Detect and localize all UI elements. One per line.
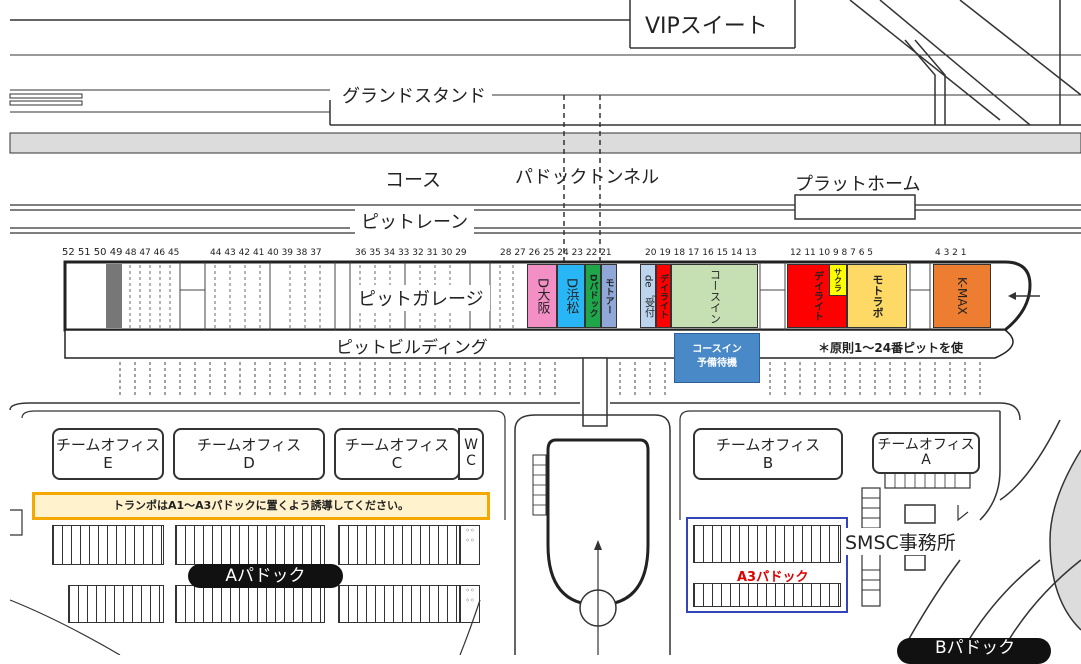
- pit-kmax: K-MAX: [933, 264, 991, 328]
- pit-course-in: コースイン: [671, 264, 758, 328]
- a-paddock-label: Aパドック: [225, 566, 306, 586]
- pit-numbers-36-29: 36 35 34 33 32 31 30 29: [355, 248, 467, 258]
- pit-sakura: サクラ: [829, 264, 847, 296]
- bike-parking-2: ◦◦◦◦: [460, 585, 480, 623]
- paddock-tunnel-label: パドックトンネル: [515, 167, 660, 188]
- a3-parking-row2: [693, 583, 841, 607]
- pit-motolab: モトラボ: [847, 264, 907, 328]
- team-office-d: チームオフィス D: [173, 428, 325, 480]
- b-paddock-label-pill: Bパドック: [897, 638, 1051, 664]
- team-office-c: チームオフィス C: [334, 428, 460, 480]
- bike-parking-1: ◦◦◦◦: [460, 525, 480, 565]
- pit-kmax-label: K-MAX: [955, 277, 969, 315]
- pit-d-hamamatsu-label: D浜松: [563, 277, 579, 314]
- pit-garage-label: ピットガレージ: [352, 285, 490, 311]
- transport-notice: トランポはA1〜A3パドックに置くよう誘導してください。: [32, 492, 490, 520]
- parking-a-row1-mid: [175, 525, 325, 565]
- pit-numbers-20-13: 20 19 18 17 16 15 14 13: [645, 248, 757, 258]
- pit-daytime-2-label: デイライト: [811, 271, 823, 321]
- pitlane-label: ピットレーン: [355, 208, 475, 234]
- team-office-c-line1: チームオフィス: [344, 436, 450, 454]
- parking-a-row2-mid: [175, 585, 325, 623]
- platform-label: プラットホーム: [795, 174, 921, 195]
- pit-daytime-label: デイライト: [658, 273, 668, 319]
- parking-a-row1-left: [52, 525, 164, 565]
- a-paddock-label-pill: Aパドック: [188, 564, 343, 588]
- a3-paddock-area: [686, 517, 848, 613]
- team-office-d-line1: チームオフィス: [196, 436, 302, 454]
- pit-d-osaka: D大阪: [527, 264, 557, 328]
- pit-motoa: モトアー: [601, 264, 617, 328]
- pit-numbers-28-21: 28 27 26 25 24 23 22 21: [500, 248, 612, 258]
- a3-parking-row1: [693, 525, 841, 563]
- pit-numbers-48-45: 48 47 46 45: [125, 248, 180, 258]
- team-office-b-line2: B: [762, 454, 774, 472]
- parking-a-row1-right: [338, 525, 460, 565]
- a3-paddock-label: A3パドック: [737, 570, 809, 585]
- pit-motoa-label: モトアー: [603, 278, 614, 314]
- team-office-e-line1: チームオフィス: [55, 436, 161, 454]
- pit-numbers-44-37: 44 43 42 41 40 39 38 37: [210, 248, 322, 258]
- pit-d-hamamatsu: D浜松: [557, 264, 585, 328]
- pit-numbers-12-5: 12 11 10 9 8 7 6 5: [790, 248, 874, 258]
- team-office-a: チームオフィス A: [872, 432, 980, 474]
- b-paddock-label: Bパドック: [935, 638, 1016, 658]
- vip-suite-label: VIPスイート: [645, 14, 768, 39]
- pit-building-label: ピットビルディング: [336, 338, 488, 358]
- team-office-a-line1: チームオフィス: [877, 437, 975, 453]
- pit-d-paddock: Dパドック: [585, 264, 601, 328]
- parking-a-row2-left: [68, 585, 164, 623]
- pit-d-paddock-label: Dパドック: [587, 274, 598, 318]
- course-in-wait-line1: コースイン: [692, 344, 742, 355]
- parking-a-row2-right: [338, 585, 460, 623]
- wc: W C: [458, 428, 484, 480]
- pit-d-osaka-label: D大阪: [534, 277, 550, 314]
- pit-usage-note: ＊原則1〜24番ピットを使: [818, 341, 964, 355]
- wc-line2: C: [466, 453, 476, 469]
- team-office-c-line2: C: [391, 454, 403, 472]
- course-in-wait-box: コースイン 予備待機: [674, 333, 760, 383]
- smsc-office-label: SMSC事務所: [845, 528, 956, 555]
- grandstand-label: グランドスタンド: [336, 82, 492, 108]
- course-label: コース: [385, 169, 442, 191]
- wc-line1: W: [464, 437, 478, 453]
- pit-numbers-52-49: 52 51 50 49: [62, 247, 123, 258]
- pit-de-uketsuke-label: de゛受付: [642, 274, 654, 318]
- team-office-a-line2: A: [921, 452, 931, 468]
- team-office-b-line1: チームオフィス: [715, 436, 821, 454]
- team-office-e: チームオフィス E: [52, 428, 164, 480]
- pit-course-in-label: コースイン: [708, 268, 722, 324]
- pit-daytime: デイライト: [656, 264, 671, 328]
- team-office-b: チームオフィス B: [693, 428, 843, 480]
- pit-motolab-label: モトラボ: [871, 274, 884, 318]
- pit-de-uketsuke: de゛受付: [640, 264, 656, 328]
- transport-notice-text: トランポはA1〜A3パドックに置くよう誘導してください。: [112, 499, 409, 512]
- team-office-d-line2: D: [243, 454, 255, 472]
- pit-numbers-4-1: 4 3 2 1: [935, 248, 967, 258]
- pit-sakura-label: サクラ: [833, 268, 843, 292]
- team-office-e-line2: E: [103, 454, 113, 472]
- course-in-wait-line2: 予備待機: [697, 358, 737, 369]
